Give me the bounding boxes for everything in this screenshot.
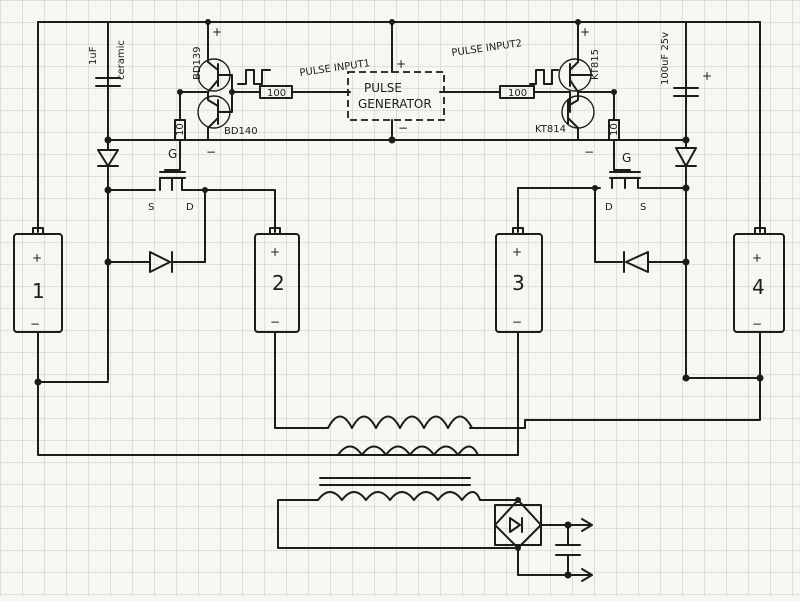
cap-right-value: 100uF 25v [660,32,671,85]
mosfet-left-drain: D [186,202,194,213]
transformer [317,415,481,501]
res-right-label: 100 [508,88,527,99]
battery-4-number: 4 [752,275,765,299]
battery-1-plus: + [32,251,42,265]
resistor-right: 100 [499,85,535,99]
battery-2-minus: − [270,315,280,329]
generator-line1: PULSE [364,81,402,95]
mosfet-left: G S D [148,147,194,213]
diode-right [675,147,697,167]
gate-resistor-left: 10 [174,119,186,141]
pulse-generator: PULSE GENERATOR + − [347,57,445,135]
battery-4: + 4 − [733,227,785,333]
battery-1-number: 1 [32,279,45,303]
resistor-left: 100 [259,85,293,99]
kt814-minus: − [584,145,594,159]
battery-3-minus: − [512,315,522,329]
battery-1-minus: − [30,317,40,331]
battery-3-plus: + [512,245,522,259]
generator-minus: − [398,121,408,135]
kt815-label: KT815 [590,49,601,80]
bd140-minus: − [206,145,216,159]
wiring [37,21,761,576]
mosfet-right-drain: D [605,202,613,213]
transistor-kt815: + KT815 [558,25,601,93]
battery-2-number: 2 [272,271,285,295]
cap-left-type: ceramic [116,40,127,80]
mosfet-right-gate: G [622,151,631,165]
output-arrow-bottom-icon [581,568,593,582]
battery-4-minus: − [752,317,762,331]
battery-2-plus: + [270,245,280,259]
cap-left-value: 1uF [88,46,99,65]
res-left-label: 100 [267,88,286,99]
kt815-plus: + [580,25,590,39]
gate-resistor-right: 10 [608,119,620,141]
bd139-plus: + [212,25,222,39]
mosfet-right: G D S [605,151,646,213]
mosfet-right-source: S [640,202,646,213]
capacitor-left: 1uF ceramic [88,40,127,87]
pulse-icon-left [237,69,271,85]
battery-3: + 3 − [495,227,543,333]
output-capacitor [555,544,581,556]
generator-plus: + [396,57,406,71]
battery-4-plus: + [752,251,762,265]
junction-dots [34,19,764,579]
battery-2: + 2 − [254,227,300,333]
generator-line2: GENERATOR [358,97,432,111]
battery-3-number: 3 [512,271,525,295]
diode-left-lower [149,251,173,273]
capacitor-right: + 100uF 25v [660,32,712,97]
kt814-label: KT814 [535,124,566,135]
diode-left [97,149,119,167]
battery-1: + 1 − [13,227,63,333]
diode-right-lower [623,251,649,273]
gate-res-right-label: 10 [609,123,620,136]
pulse-icon-right [529,69,559,85]
cap-right-plus: + [702,69,712,83]
bd139-label: BD139 [192,46,203,80]
output-arrow-top-icon [581,518,593,532]
mosfet-left-source: S [148,202,154,213]
gate-res-left-label: 10 [175,123,186,136]
mosfet-left-gate: G [168,147,177,161]
bd140-label: BD140 [224,126,258,137]
